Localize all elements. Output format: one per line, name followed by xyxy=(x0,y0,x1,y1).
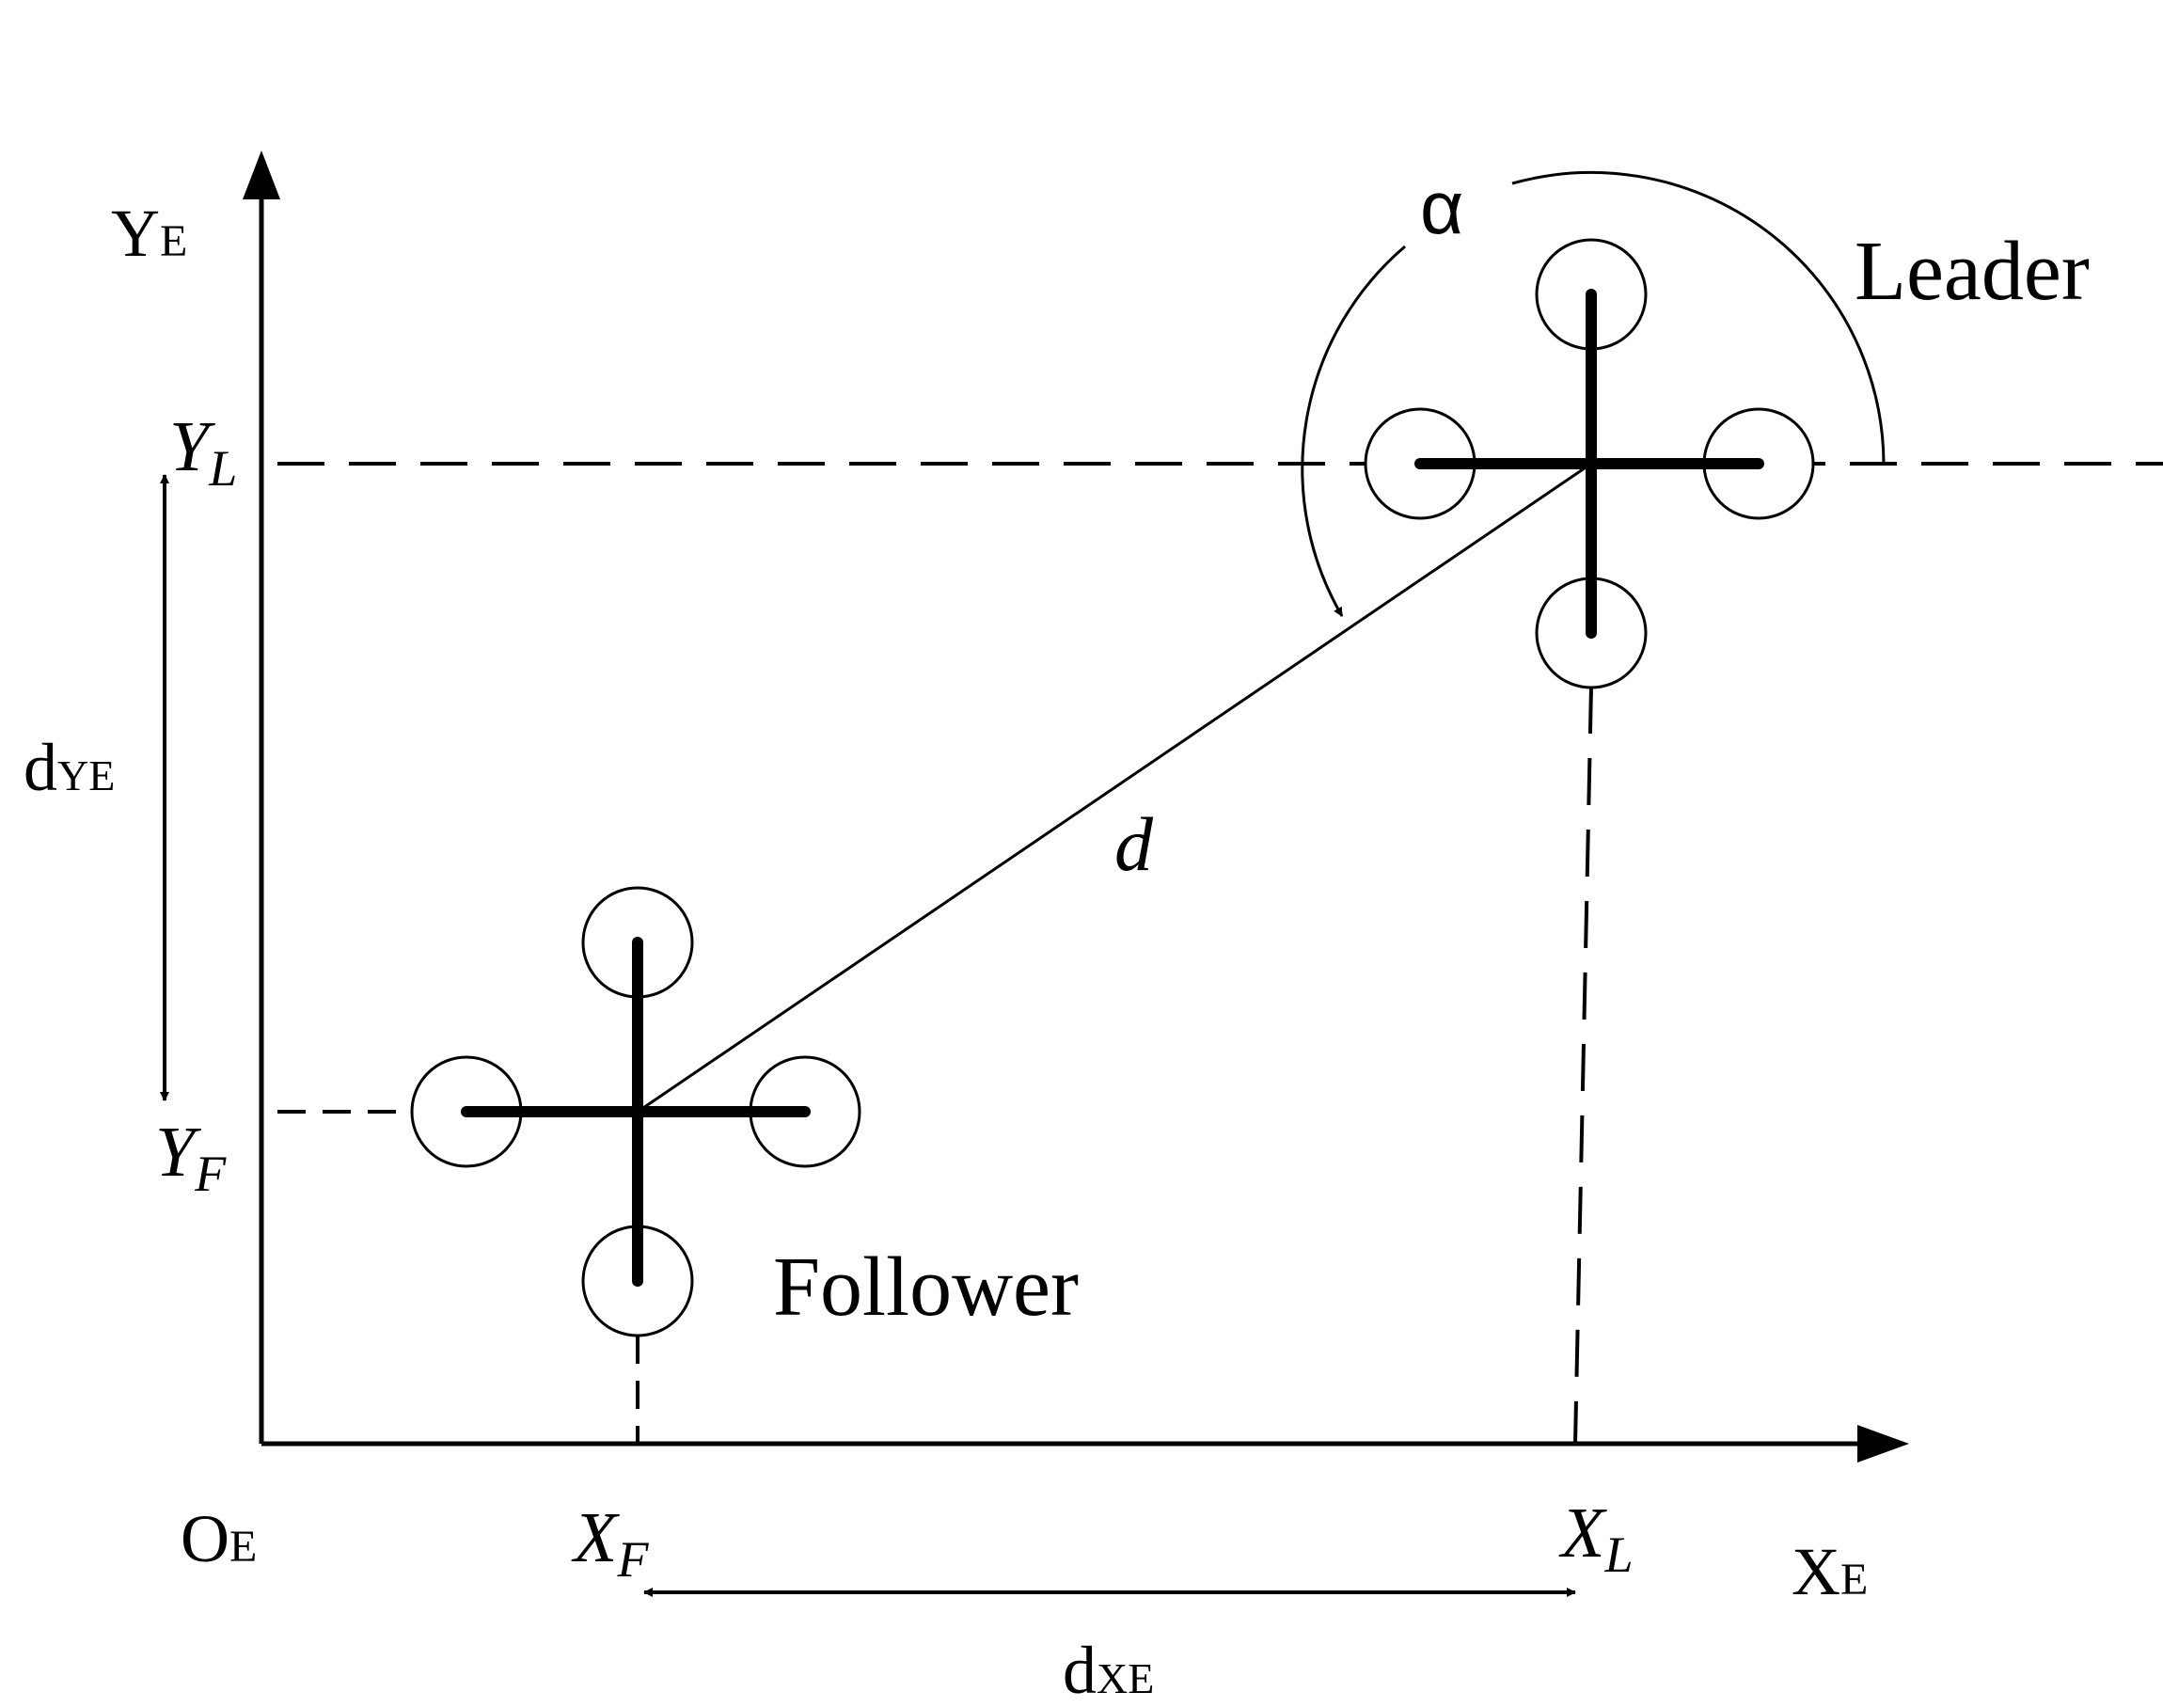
y-axis-arrowhead xyxy=(243,150,280,199)
d-ye-label: dYE xyxy=(24,730,115,805)
y-leader-label: YL xyxy=(169,407,237,497)
leader-label: Leader xyxy=(1855,225,2090,318)
d-xe-label: dXE xyxy=(1063,1633,1154,1708)
y-axis-label: YE xyxy=(111,196,187,271)
follower-quadrotor xyxy=(410,886,861,1337)
follower-label: Follower xyxy=(773,1241,1079,1334)
angle-arc-left xyxy=(1301,245,1406,617)
x-follower-label: XF xyxy=(571,1498,649,1588)
distance-line xyxy=(637,462,1592,1114)
distance-label: d xyxy=(1114,801,1154,887)
angle-arc-right xyxy=(1511,170,1886,465)
projection-lines xyxy=(277,462,2163,1445)
angle-alpha-label: α xyxy=(1420,166,1463,249)
x-leader-label: XL xyxy=(1558,1494,1633,1583)
x-axis-arrowhead xyxy=(1857,1425,1909,1463)
leader-vertical-projection xyxy=(1573,686,1593,1445)
x-axis-label: XE xyxy=(1792,1534,1868,1609)
origin-label: OE xyxy=(181,1501,257,1576)
leader-quadrotor xyxy=(1364,238,1815,689)
axes xyxy=(243,150,1909,1463)
y-follower-label: YF xyxy=(155,1113,227,1202)
